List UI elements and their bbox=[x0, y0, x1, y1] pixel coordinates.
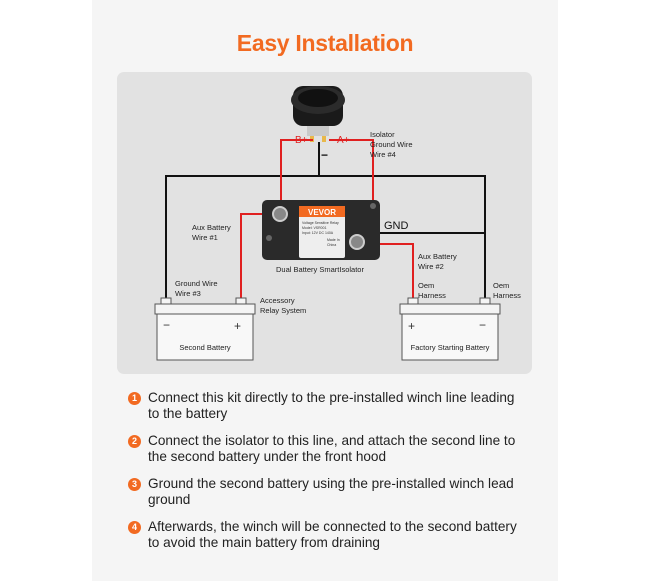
factory-starting-battery: + − Factory Starting Battery bbox=[399, 297, 501, 361]
oem-left-label-2: Harness bbox=[418, 291, 446, 300]
step-text: Afterwards, the winch will be connected … bbox=[148, 519, 517, 550]
aux-wire-2-label-2: Wire #2 bbox=[418, 262, 444, 271]
step-text: Connect this kit directly to the pre-ins… bbox=[148, 390, 515, 421]
page-title: Easy Installation bbox=[236, 30, 414, 56]
isolator-ground-label-1: Isolator bbox=[370, 130, 395, 139]
left-terminal bbox=[272, 206, 288, 222]
oem-right-label-2: Harness bbox=[493, 291, 521, 300]
battery-minus-icon: − bbox=[163, 318, 170, 332]
device-name-label: Dual Battery SmartIsolator bbox=[276, 265, 364, 274]
wiring-diagram: B+ A+ − VEVOR Voltage Sensitive Relay Mo… bbox=[117, 72, 532, 374]
aux-wire-2-label-1: Aux Battery bbox=[418, 252, 457, 261]
second-battery-label: Second Battery bbox=[179, 343, 231, 352]
step-number-badge: 2 bbox=[128, 435, 141, 448]
aux-wire-1-label-1: Aux Battery bbox=[192, 223, 231, 232]
step-item: 4 Afterwards, the winch will be connecte… bbox=[128, 519, 528, 551]
device-small-text-2: Model: VSR001 bbox=[302, 226, 327, 230]
push-button-switch bbox=[291, 86, 345, 142]
gnd-label: GND bbox=[384, 220, 409, 232]
battery-minus-icon: − bbox=[479, 318, 486, 332]
step-number-badge: 4 bbox=[128, 521, 141, 534]
device-brand: VEVOR bbox=[308, 208, 336, 217]
isolator-ground-label-2: Ground Wire bbox=[370, 140, 413, 149]
right-terminal bbox=[349, 234, 365, 250]
battery-plus-icon: + bbox=[408, 319, 415, 333]
aux-wire-1-label-2: Wire #1 bbox=[192, 233, 218, 242]
instruction-steps: 1 Connect this kit directly to the pre-i… bbox=[128, 390, 528, 562]
isolator-ground-label-3: Wire #4 bbox=[370, 150, 396, 159]
oem-left-label-1: Oem bbox=[418, 281, 434, 290]
ground-wire-3-label-2: Wire #3 bbox=[175, 289, 201, 298]
device-right-text-1: Made In bbox=[327, 238, 340, 242]
device-small-text-1: Voltage Sensitive Relay bbox=[302, 221, 339, 225]
step-item: 1 Connect this kit directly to the pre-i… bbox=[128, 390, 528, 422]
minus-label: − bbox=[321, 148, 328, 162]
factory-battery-label: Factory Starting Battery bbox=[411, 343, 490, 352]
smart-isolator-device: VEVOR Voltage Sensitive Relay Model: VSR… bbox=[262, 200, 380, 260]
ground-wire-3-label-1: Ground Wire bbox=[175, 279, 218, 288]
device-small-text-3: Input: 12V DC 140A bbox=[302, 231, 334, 235]
step-number-badge: 3 bbox=[128, 478, 141, 491]
device-right-text-2: China bbox=[327, 243, 336, 247]
step-item: 3 Ground the second battery using the pr… bbox=[128, 476, 528, 508]
step-number-badge: 1 bbox=[128, 392, 141, 405]
accessory-label-2: Relay System bbox=[260, 306, 306, 315]
step-item: 2 Connect the isolator to this line, and… bbox=[128, 433, 528, 465]
oem-right-label-1: Oem bbox=[493, 281, 509, 290]
accessory-label-1: Accessory bbox=[260, 296, 295, 305]
battery-plus-icon: + bbox=[234, 319, 241, 333]
step-text: Connect the isolator to this line, and a… bbox=[148, 433, 516, 464]
step-text: Ground the second battery using the pre-… bbox=[148, 476, 514, 507]
wiring-diagram-svg: B+ A+ − VEVOR Voltage Sensitive Relay Mo… bbox=[154, 86, 521, 361]
second-battery: − + Second Battery bbox=[154, 297, 256, 361]
